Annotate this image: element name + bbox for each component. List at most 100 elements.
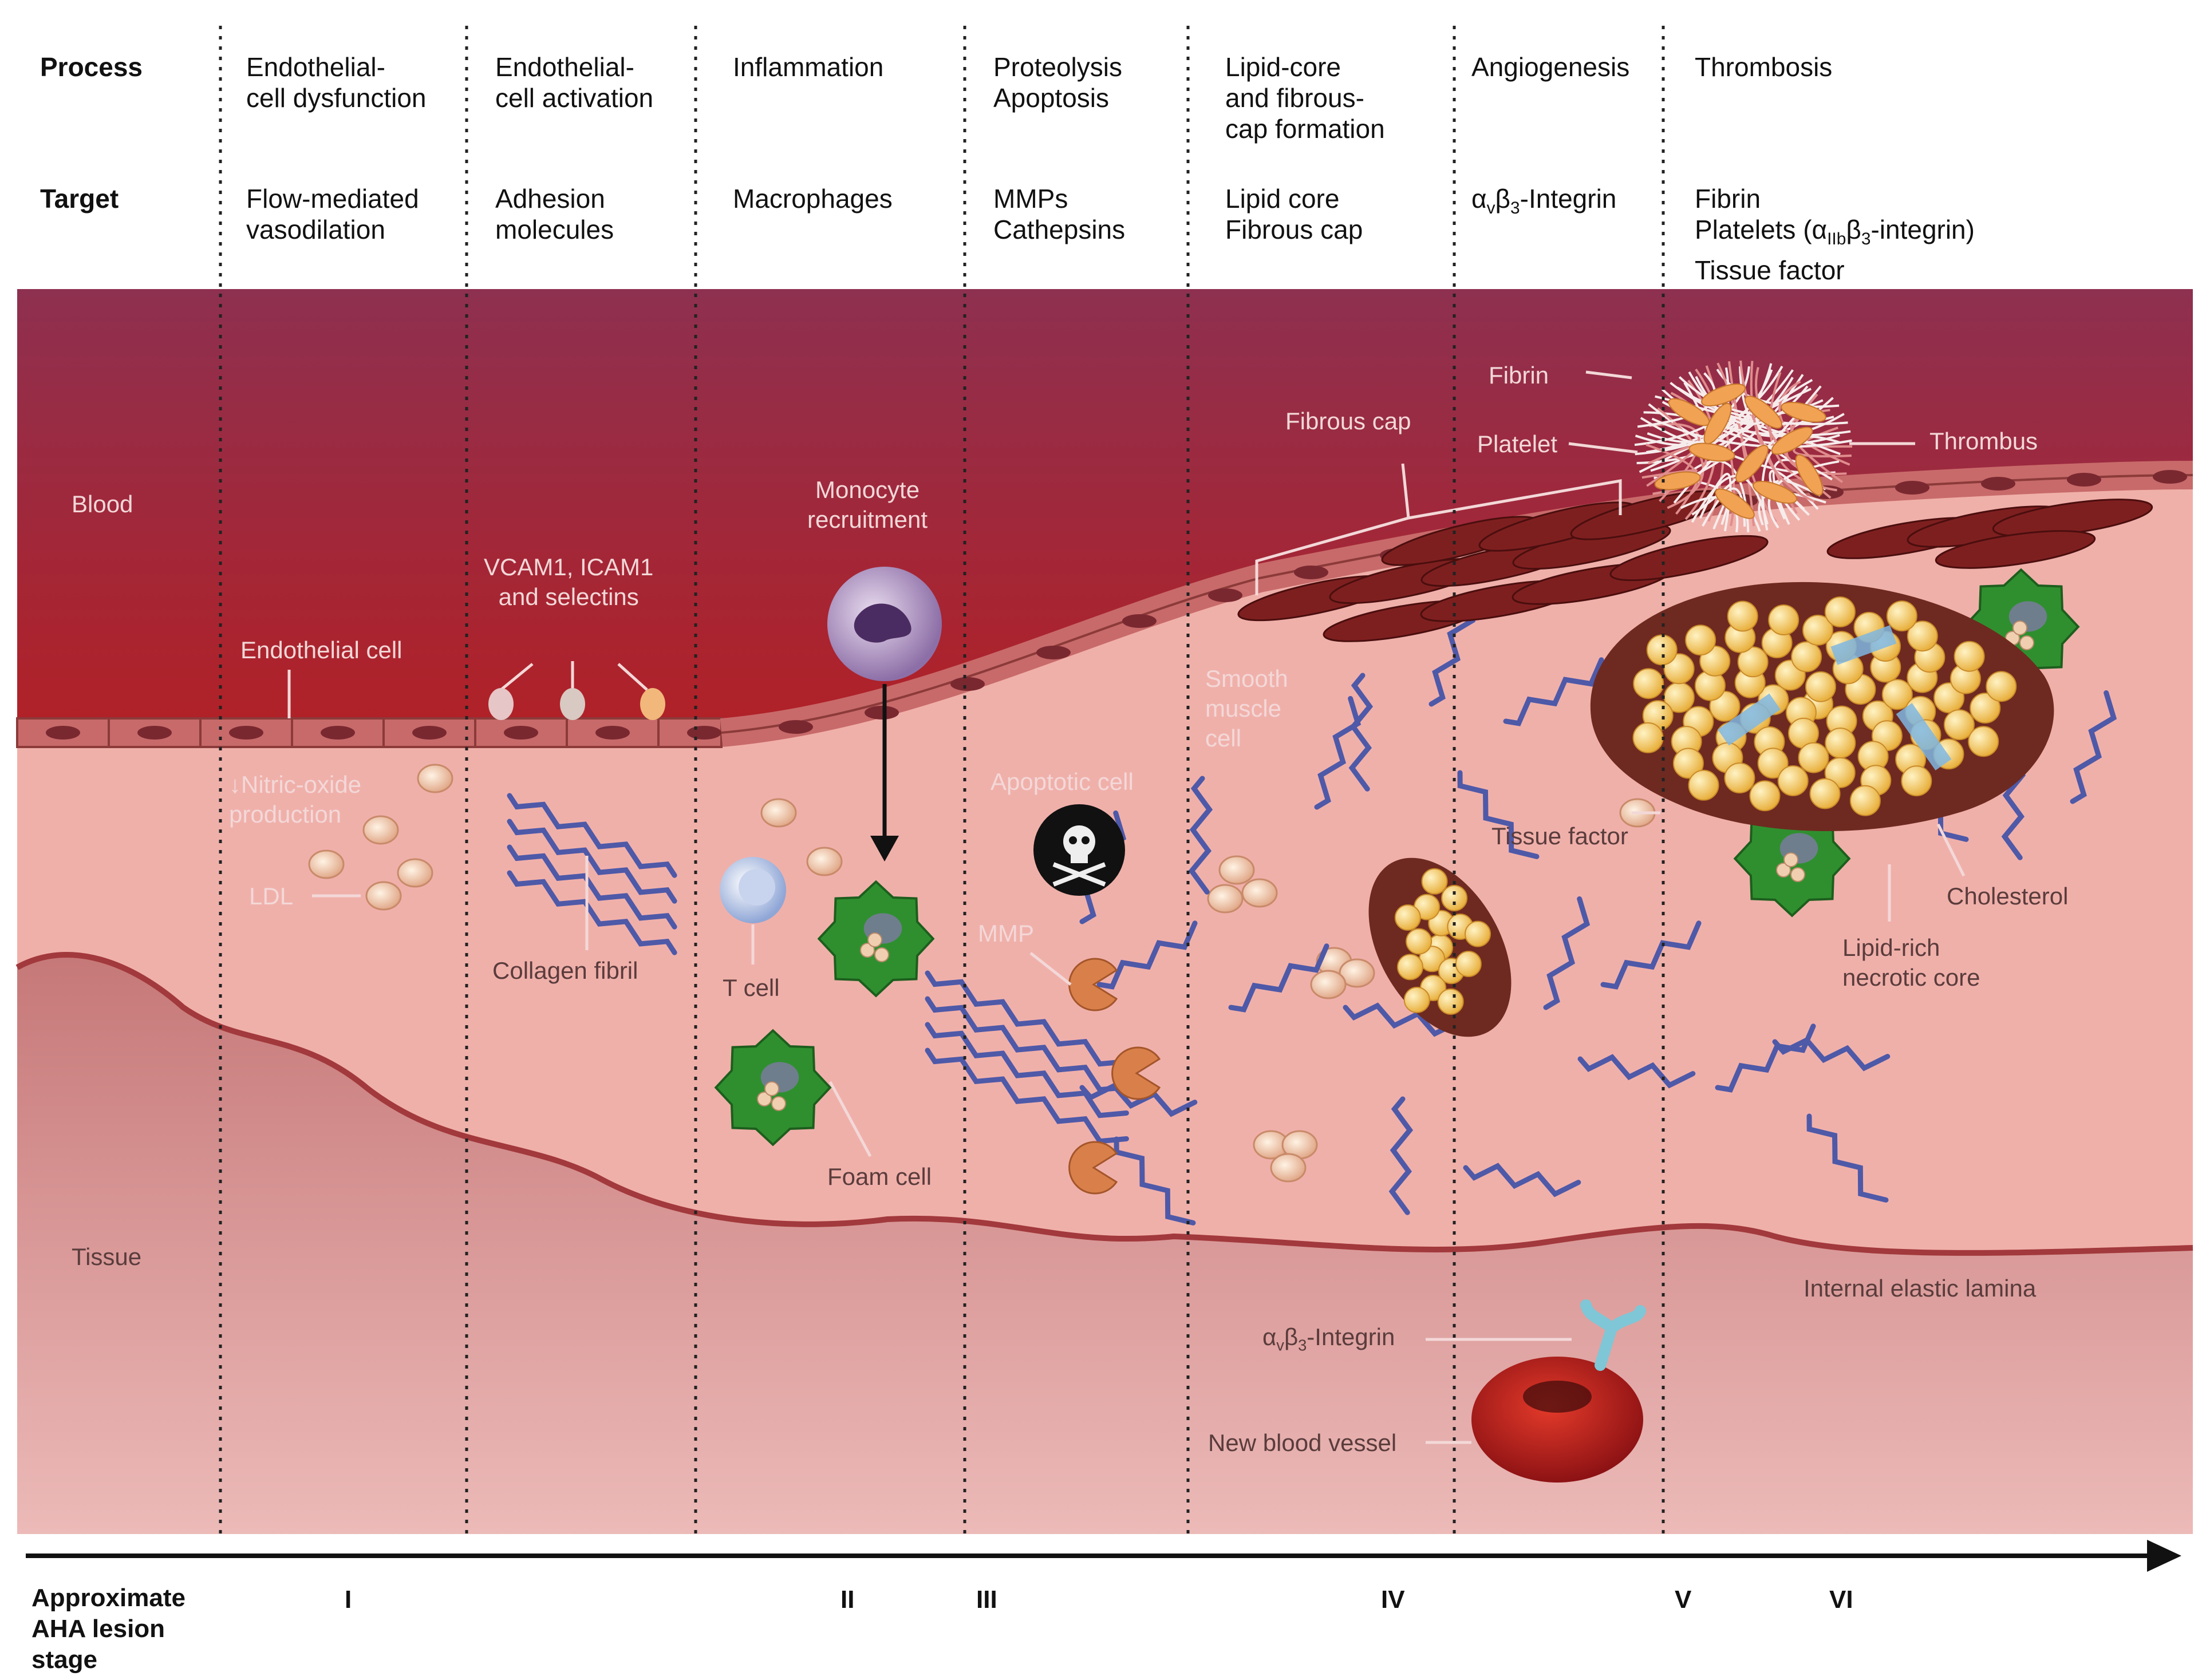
recruitment-arrowhead — [870, 836, 899, 861]
ldl-particle — [308, 849, 345, 879]
cholesterol-crystals — [1718, 625, 1952, 770]
mmp-label: MMP — [978, 920, 1034, 947]
platelet-label: Platelet — [1477, 430, 1558, 457]
collagen-fibril — [1348, 673, 1374, 792]
endothelial-nucleus — [950, 677, 985, 691]
stage-II: II — [840, 1586, 855, 1614]
platelet — [1703, 402, 1732, 445]
endothelial-nucleus — [1981, 477, 2015, 491]
smooth-muscle-cell — [1935, 530, 2096, 569]
new-blood-vessel — [1471, 1357, 1643, 1483]
collagen-fibril — [1457, 770, 1540, 859]
collagen-fibril-label: Collagen fibril — [492, 957, 638, 984]
collagen-fibril — [507, 844, 677, 930]
column-separators — [219, 26, 1665, 1534]
ldl-label: LDL — [249, 883, 294, 910]
lipid-droplet — [771, 1096, 786, 1111]
lipid-droplet — [1809, 778, 1841, 809]
endothelial-nucleus — [2067, 473, 2101, 487]
lipid-droplet — [1805, 671, 1836, 702]
fibrin-strand — [1640, 382, 1707, 444]
lipid-droplet — [1986, 671, 2017, 702]
ldl-particle — [365, 881, 402, 911]
ldl-particle — [1207, 884, 1244, 914]
lipid-droplet — [1394, 904, 1421, 931]
collagen-fibril — [1114, 1136, 1196, 1226]
platelet — [1771, 426, 1813, 455]
collagen-fibril — [925, 970, 1129, 1067]
endothelial-nucleus — [595, 726, 630, 740]
lipid-droplet — [1632, 722, 1664, 753]
endothelial-nucleus — [1036, 646, 1071, 659]
collagen-fibril — [507, 870, 677, 955]
tissue-factor-label: Tissue factor — [1491, 823, 1628, 849]
platelet — [1795, 454, 1824, 496]
lipid-droplet — [1403, 986, 1430, 1013]
collagen-fibril — [1096, 920, 1198, 990]
internal-elastic-lamina-label: Internal elastic lamina — [1804, 1275, 2037, 1302]
lipid-droplet — [1798, 742, 1829, 773]
t-cell-nucleus — [739, 869, 775, 906]
ldl-particle — [1218, 855, 1255, 885]
fibrin-strand — [1774, 479, 1821, 521]
monocyte-recruitment-label: Monocyte recruitment — [807, 476, 928, 533]
lipid-droplet — [1849, 785, 1881, 816]
ldl-particle — [1310, 970, 1347, 999]
platelet — [1688, 442, 1735, 462]
endothelial-nucleus — [2153, 470, 2187, 484]
blood-label: Blood — [72, 491, 133, 517]
endothelial-nucleus — [1895, 481, 1929, 495]
fibrin-strand — [1651, 417, 1852, 448]
platelet — [1715, 488, 1755, 519]
endothelial-nucleus — [779, 720, 813, 734]
lipid-droplet — [1421, 868, 1448, 895]
endothelial-nucleus — [1208, 588, 1242, 602]
lipid-droplet — [1824, 757, 1856, 788]
target-col-4: MMPs Cathepsins — [993, 184, 1126, 244]
collagen-fibril — [507, 793, 677, 878]
process-row-label: Process — [40, 52, 143, 82]
lipid-droplet — [1646, 634, 1678, 666]
small-lipid-droplets — [1394, 868, 1491, 1015]
platelet — [1753, 481, 1797, 504]
integrin-label: αvβ3-Integrin — [1262, 1323, 1395, 1354]
fibrin-label: Fibrin — [1489, 362, 1549, 389]
fibrin-strand — [1650, 369, 1794, 472]
lipid-rich-core-label: Lipid-rich necrotic core — [1842, 934, 1980, 991]
internal-elastic-lamina-line — [15, 951, 2193, 1256]
fibrin-strand — [1639, 388, 1812, 473]
fibrous-cap-label: Fibrous cap — [1285, 408, 1411, 434]
collagen-fibril — [1463, 1163, 1581, 1197]
cholesterol-label: Cholesterol — [1947, 883, 2069, 910]
platelet — [1654, 471, 1701, 491]
nitric-oxide-label: ↓Nitric-oxide production — [229, 771, 362, 828]
lipid-droplet — [1633, 668, 1664, 699]
collagen-fibril — [1543, 896, 1591, 1010]
ldl-particle — [397, 858, 433, 888]
collagen-fibril — [1388, 1096, 1414, 1215]
foam-cell-label: Foam cell — [827, 1163, 932, 1190]
collagen-fibril — [1079, 1082, 1198, 1117]
endothelial-cells — [16, 718, 721, 747]
endothelial-nucleus — [137, 726, 172, 740]
lipid-droplet — [1954, 641, 1985, 672]
process-col-3: Inflammation — [733, 52, 884, 82]
lipid-droplet — [1441, 885, 1468, 911]
process-col-5: Lipid-core and fibrous- cap formation — [1225, 52, 1385, 144]
platelet — [1735, 445, 1769, 483]
process-col-1: Endothelial- cell dysfunction — [246, 52, 427, 113]
lipid-droplet — [1737, 646, 1769, 678]
collagen-fibril — [925, 1022, 1129, 1118]
collagen-fibril — [925, 1047, 1129, 1144]
lipid-droplet — [1825, 728, 1856, 759]
stage-IV: IV — [1381, 1586, 1405, 1614]
platelet — [1701, 384, 1746, 406]
endothelial-nucleus — [46, 726, 80, 740]
platelet — [1781, 401, 1826, 423]
apoptotic-cell-label: Apoptotic cell — [990, 768, 1134, 795]
lipid-droplet — [1943, 709, 1975, 741]
process-col-4: Proteolysis Apoptosis — [993, 52, 1122, 113]
lipid-droplet — [1465, 920, 1491, 947]
platelet — [1745, 396, 1782, 429]
lipid-droplet — [1901, 765, 1932, 797]
